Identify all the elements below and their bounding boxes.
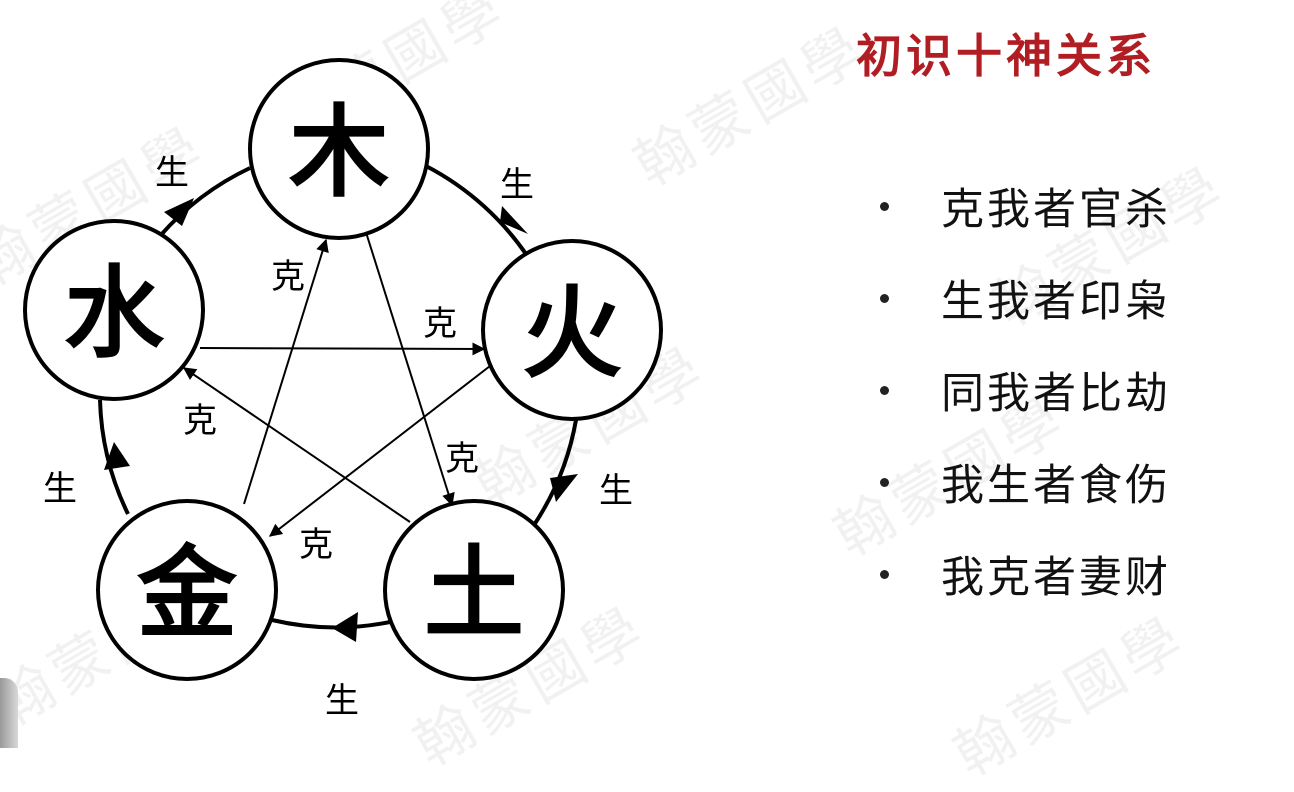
list-item-text: 我克者妻财 — [941, 553, 1171, 603]
bullet-dot-icon — [880, 477, 889, 487]
list-item: 我生者食伤 — [880, 436, 1171, 528]
bullet-dot-icon — [880, 385, 889, 395]
watermark: 翰蒙國學 — [942, 602, 1199, 790]
node-fire: 火 — [481, 239, 663, 421]
arrowhead-wood-fire — [500, 206, 528, 234]
arrowhead-metal-water — [104, 442, 130, 470]
list-item: 生我者印枭 — [880, 252, 1171, 344]
sheng-label: 生 — [500, 165, 534, 205]
ke-water-fire — [199, 342, 486, 356]
arc-water-wood — [158, 166, 251, 238]
ke-label: 克 — [445, 439, 479, 479]
sheng-arrowheads — [104, 198, 578, 642]
arc-metal-water — [98, 399, 130, 515]
list-item-text: 同我者比劫 — [941, 369, 1171, 419]
node-earth: 土 — [383, 499, 565, 681]
bullet-dot-icon — [880, 293, 889, 303]
ten-gods-list: 克我者官杀 生我者印枭 同我者比劫 我生者食伤 我克者妻财 — [880, 160, 1171, 620]
ke-wood-earth — [363, 225, 455, 507]
bullet-dot-icon — [880, 569, 889, 579]
ke-metal-wood — [243, 238, 329, 505]
list-item: 克我者官杀 — [880, 160, 1171, 252]
arc-earth-metal — [271, 618, 391, 630]
slide-title: 初识十神关系 — [856, 29, 1156, 83]
list-item: 同我者比劫 — [880, 344, 1171, 436]
list-item-text: 生我者印枭 — [941, 277, 1171, 327]
arc-fire-earth — [532, 419, 578, 527]
sheng-label: 生 — [155, 153, 189, 193]
element-earth: 土 — [424, 534, 524, 652]
sheng-label: 生 — [43, 469, 77, 509]
list-item-text: 我生者食伤 — [941, 461, 1171, 511]
node-metal: 金 — [96, 499, 278, 681]
arrowhead-water-wood — [164, 198, 194, 226]
sheng-label: 生 — [599, 471, 633, 511]
arc-wood-fire — [425, 164, 532, 262]
element-wood: 木 — [289, 93, 389, 211]
arrowhead-earth-metal — [332, 612, 358, 642]
ke-earth-water — [182, 367, 411, 523]
list-item: 我克者妻财 — [880, 528, 1171, 620]
ke-label: 克 — [299, 525, 333, 565]
ke-cycle — [182, 225, 491, 537]
arrowhead-fire-earth — [550, 474, 578, 502]
sheng-cycle — [98, 164, 578, 630]
five-elements-diagram: 木 火 土 金 水 生 生 生 生 生 克 克 克 克 克 — [23, 58, 663, 721]
element-water: 水 — [64, 254, 165, 372]
element-fire: 火 — [522, 274, 622, 392]
ke-label: 克 — [423, 304, 457, 344]
element-metal: 金 — [136, 534, 238, 652]
ke-label: 克 — [183, 401, 217, 441]
sheng-label: 生 — [325, 681, 359, 721]
decorative-rock-image — [0, 678, 18, 748]
node-wood: 木 — [248, 58, 430, 240]
list-item-text: 克我者官杀 — [941, 185, 1171, 235]
ke-label: 克 — [271, 257, 305, 297]
bullet-dot-icon — [880, 201, 889, 211]
node-water: 水 — [23, 219, 205, 401]
ke-fire-metal — [268, 365, 491, 537]
